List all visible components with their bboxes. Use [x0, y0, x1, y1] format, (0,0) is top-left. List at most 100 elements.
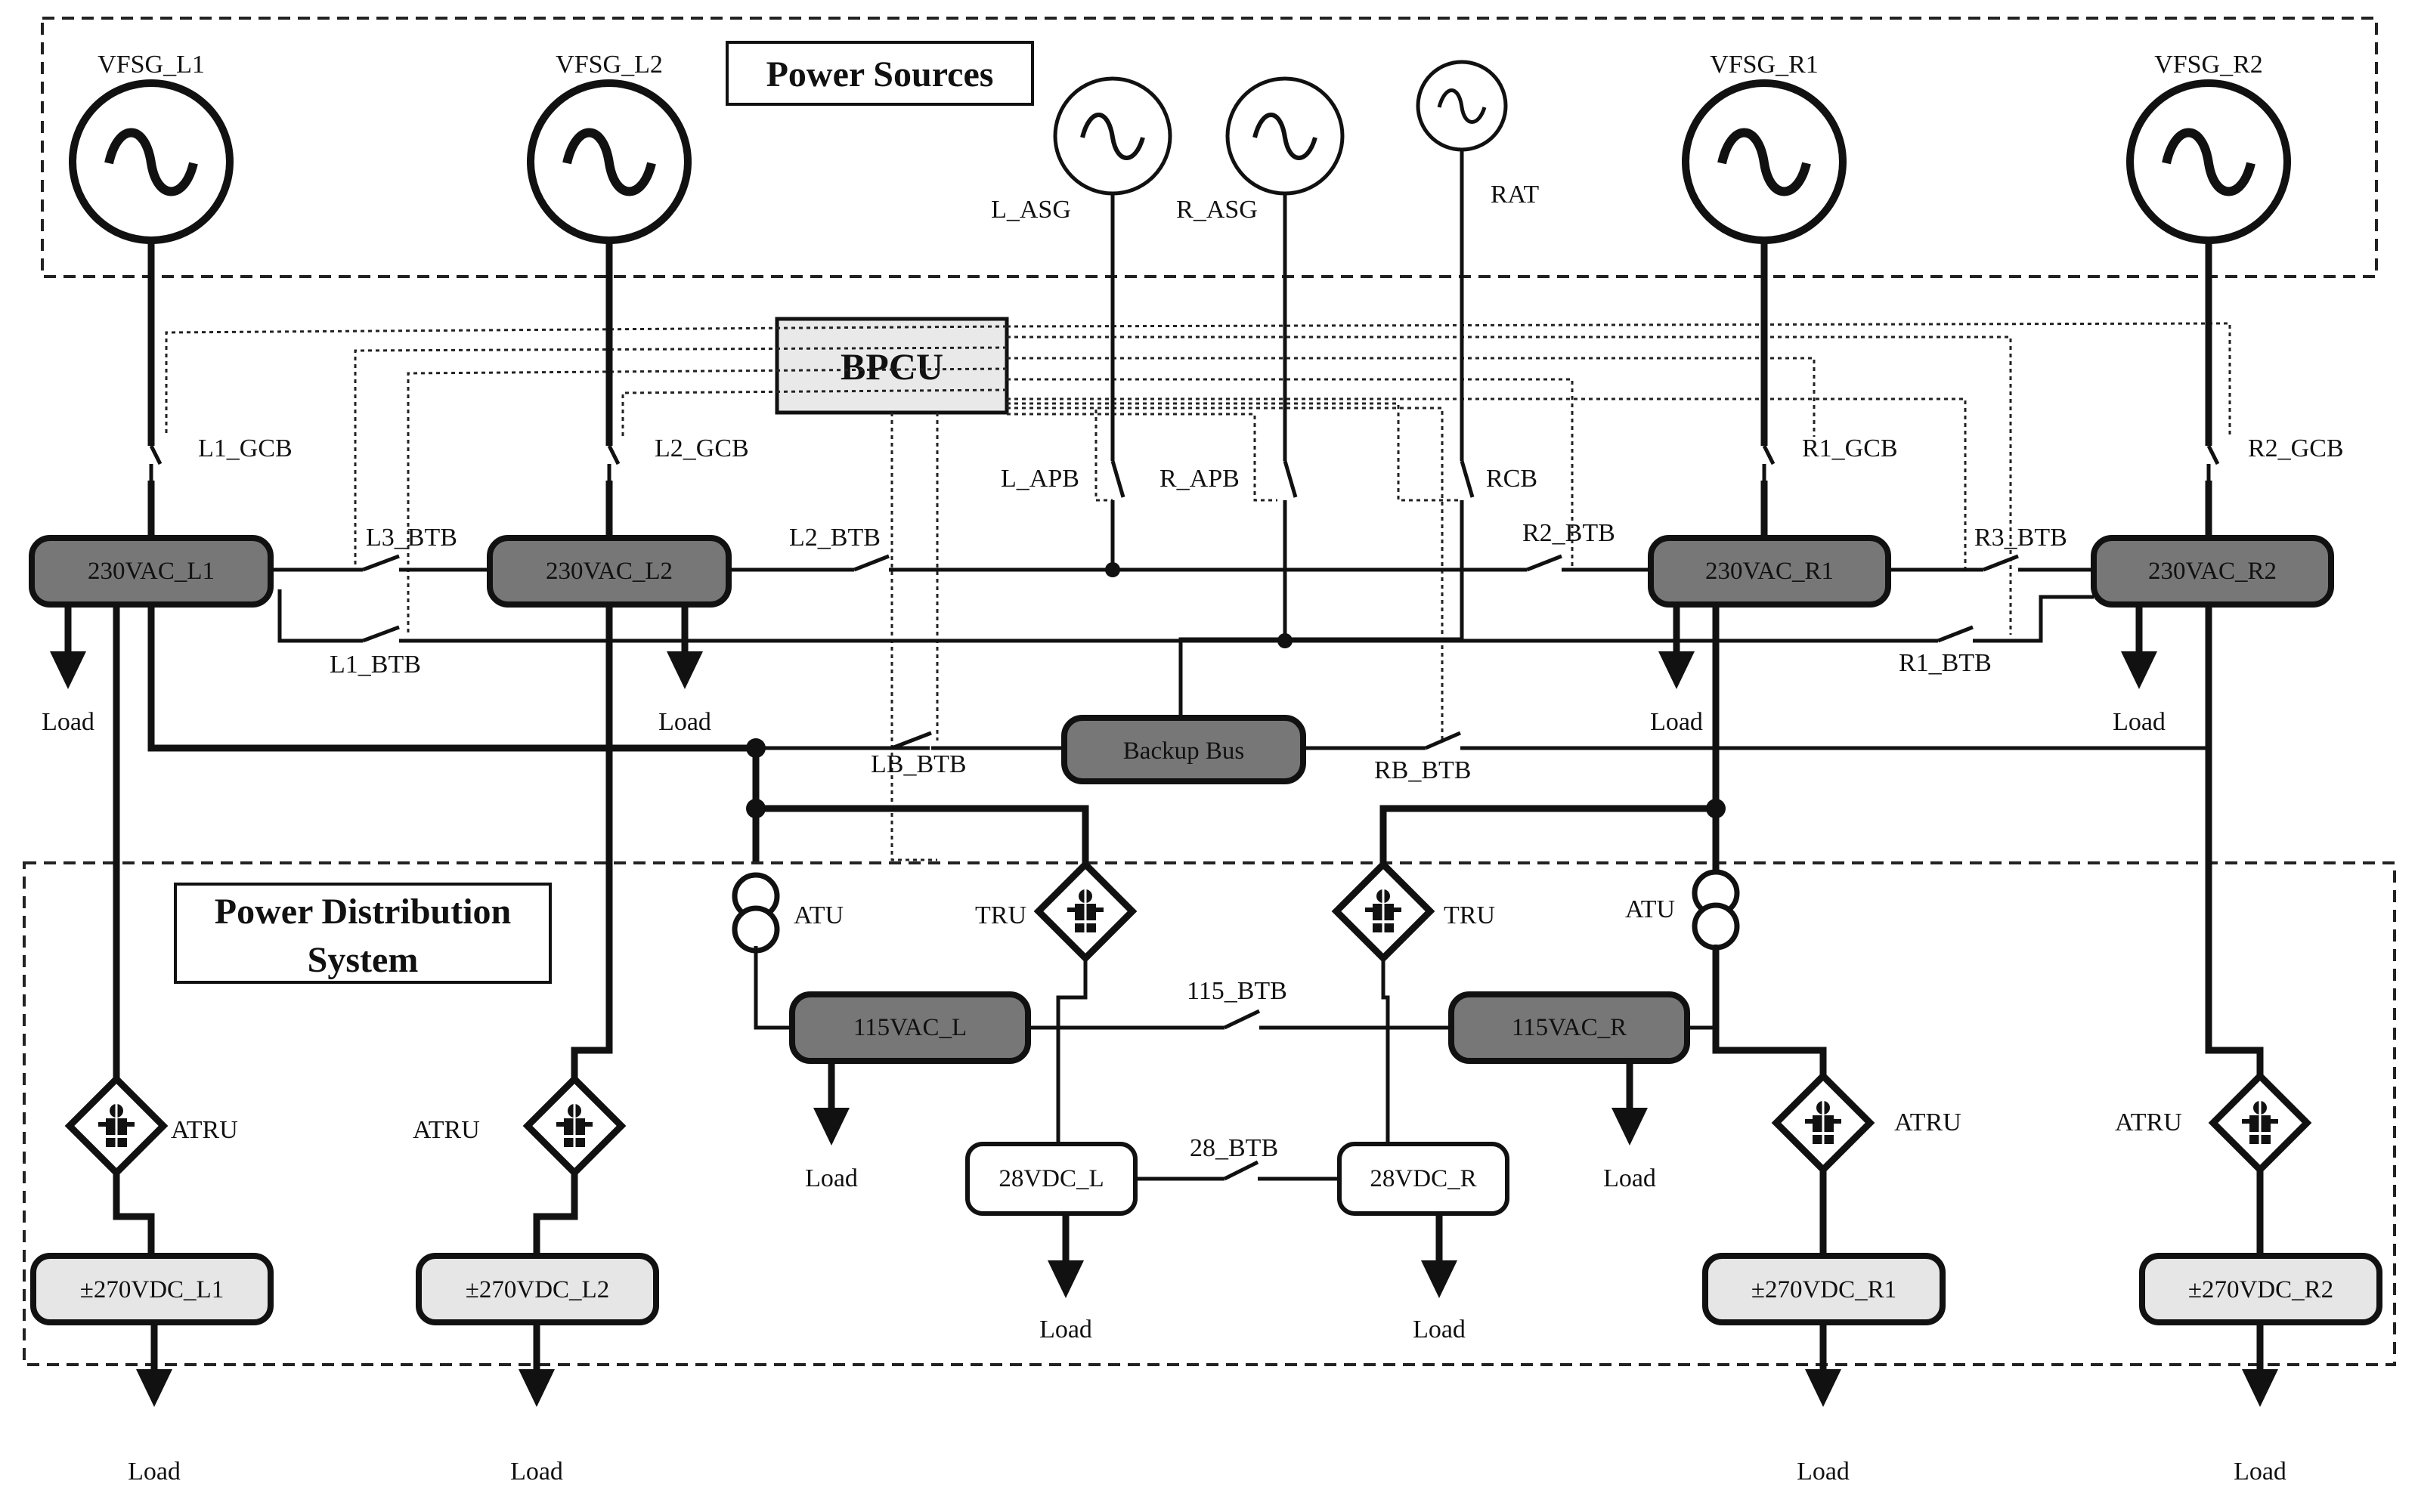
btb-28-label: 28_BTB: [1190, 1134, 1278, 1162]
atu-right-label: ATU: [1625, 895, 1675, 923]
lb-btb-label: LB_BTB: [871, 750, 967, 778]
junction-l-asg: [1105, 562, 1120, 577]
dc28-tie: [1135, 1160, 1339, 1181]
r1-btb-label: R1_BTB: [1899, 649, 1992, 677]
rat-generator: [1416, 60, 1508, 152]
l3-btb-label: L3_BTB: [366, 524, 457, 552]
atru-r1-label: ATRU: [1894, 1108, 1961, 1136]
bus-230vac-l2-label: 230VAC_L2: [546, 558, 673, 585]
atru-r2-label: ATRU: [2115, 1108, 2182, 1136]
rcb-label: RCB: [1486, 465, 1537, 493]
junction-left-converter: [746, 799, 766, 818]
bus-270vdc-r1-label: ±270VDC_R1: [1751, 1276, 1896, 1303]
load-arrow-230l1: [50, 604, 86, 689]
tru-left-label: TRU: [975, 901, 1026, 929]
atru-feeders: [113, 604, 2264, 1078]
load-label-115r: Load: [1603, 1164, 1656, 1192]
load-label-28r: Load: [1413, 1316, 1466, 1343]
backup-bus-lines: [147, 601, 2209, 752]
atru-l2-label: ATRU: [413, 1116, 480, 1144]
bus-270vdc-l1-label: ±270VDC_L1: [80, 1276, 224, 1303]
vfsg-l2-label: VFSG_L2: [556, 51, 663, 79]
tru-right: [1336, 864, 1430, 958]
junction-right-converter: [1706, 799, 1726, 818]
l-apb-label: L_APB: [1001, 465, 1079, 493]
tie-lines: [272, 554, 2094, 643]
vfsg-r1-label: VFSG_R1: [1710, 51, 1819, 79]
bus-270vdc-l2-label: ±270VDC_L2: [466, 1276, 609, 1303]
atru-outputs: [113, 1170, 2264, 1254]
load-arrow-230r2: [2121, 604, 2157, 689]
bus-230vac-l1: [29, 535, 274, 608]
atru-l2: [528, 1079, 621, 1173]
l2-btb-label: L2_BTB: [789, 524, 881, 552]
vfsg-r2-generator: [2130, 83, 2287, 240]
vfsg-l2-generator: [531, 83, 688, 240]
bus-230vac-r1-label: 230VAC_R1: [1705, 558, 1834, 585]
vfsg-l1-generator: [73, 83, 230, 240]
load-arrow-230l2: [667, 604, 703, 689]
r-asg-generator: [1228, 79, 1342, 193]
load-arrow-28r: [1421, 1214, 1457, 1298]
bus-230vac-r2: [2091, 535, 2334, 608]
bus-115vac-r-label: 115VAC_R: [1512, 1014, 1627, 1041]
bus-115vac-r: [1448, 991, 1690, 1064]
load-arrow-230r1: [1658, 604, 1695, 689]
atru-l1-label: ATRU: [171, 1116, 238, 1144]
tru-left: [1039, 864, 1132, 958]
rat-label: RAT: [1491, 181, 1539, 209]
bus-28vdc-r-label: 28VDC_R: [1370, 1165, 1476, 1192]
power-distribution-title-line1: Power Distribution: [215, 892, 511, 932]
power-sources-title-box: [726, 41, 1034, 106]
l-asg-generator: [1055, 79, 1170, 193]
power-sources-title: Power Sources: [766, 54, 994, 94]
generator-feeders: [147, 240, 2212, 538]
bpcu-label: BPCU: [841, 345, 943, 388]
load-label-270r1: Load: [1797, 1458, 1850, 1486]
bus-270vdc-r2-label: ±270VDC_R2: [2188, 1276, 2333, 1303]
load-arrow-28l: [1048, 1214, 1084, 1298]
ac115-wiring: [754, 945, 1718, 1143]
load-arrow-115r: [1611, 1061, 1648, 1146]
power-distribution-frame: [23, 861, 2396, 1366]
r2-btb-label: R2_BTB: [1522, 519, 1615, 547]
bpcu-box: [775, 317, 1009, 415]
load-label-230l1: Load: [42, 708, 94, 736]
load-label-270r2: Load: [2234, 1458, 2286, 1486]
load-label-28l: Load: [1039, 1316, 1092, 1343]
btb-115-label: 115_BTB: [1187, 977, 1287, 1005]
backup-bus: [1061, 715, 1306, 784]
bus-230vac-r2-label: 230VAC_R2: [2148, 558, 2277, 585]
rb-btb-label: RB_BTB: [1374, 756, 1471, 784]
bus-230vac-r1: [1648, 535, 1891, 608]
atu-left: [735, 875, 777, 951]
atru-r1: [1776, 1076, 1870, 1170]
load-label-230r1: Load: [1650, 708, 1703, 736]
atu-left-label: ATU: [794, 901, 844, 929]
apu-rat-feeders: [1110, 150, 1475, 719]
r3-btb-label: R3_BTB: [1974, 524, 2067, 552]
vfsg-r2-label: VFSG_R2: [2154, 51, 2263, 79]
r-apb-label: R_APB: [1159, 465, 1240, 493]
power-sources-frame: [41, 17, 2378, 278]
atru-r2: [2213, 1076, 2307, 1170]
atu-right: [1695, 872, 1737, 948]
bus-230vac-l1-label: 230VAC_L1: [88, 558, 215, 585]
bus-115vac-l-label: 115VAC_L: [853, 1014, 967, 1041]
l-asg-label: L_ASG: [991, 196, 1071, 224]
r-asg-label: R_ASG: [1176, 196, 1258, 224]
load-label-270l1: Load: [128, 1458, 181, 1486]
backup-bus-label: Backup Bus: [1123, 737, 1244, 765]
load-label-230l2: Load: [658, 708, 711, 736]
gcb-switches: [149, 444, 2220, 481]
r2-gcb-label: R2_GCB: [2248, 434, 2344, 462]
atru-l1: [70, 1079, 163, 1173]
load-label-115l: Load: [805, 1164, 858, 1192]
r1-gcb-label: R1_GCB: [1802, 434, 1898, 462]
vfsg-l1-label: VFSG_L1: [98, 51, 205, 79]
l2-gcb-label: L2_GCB: [655, 434, 749, 462]
load-label-230r2: Load: [2113, 708, 2166, 736]
junction-r-asg: [1277, 633, 1293, 648]
vfsg-r1-generator: [1686, 83, 1843, 240]
